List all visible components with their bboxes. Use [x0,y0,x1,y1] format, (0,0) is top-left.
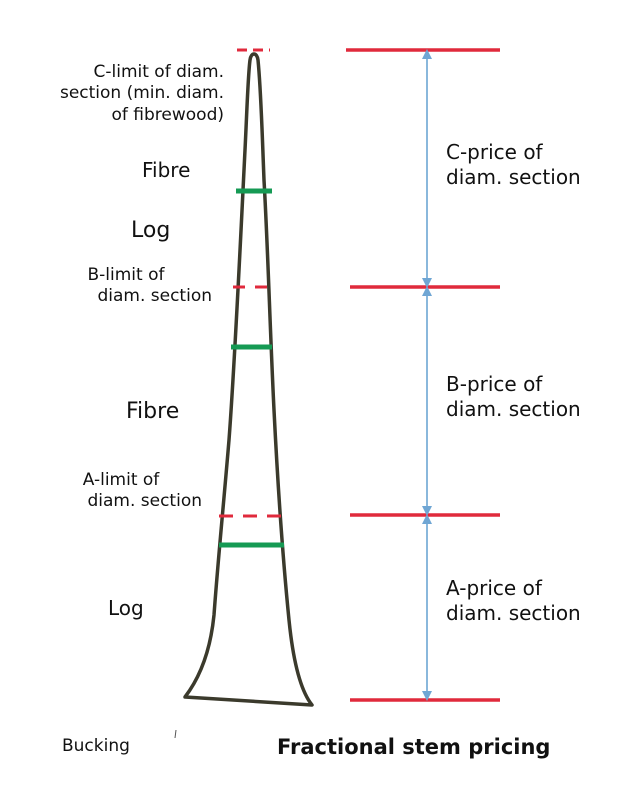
a-price-line-2: diam. section [446,601,581,625]
diagram-title: Fractional stem pricing [277,735,551,759]
bucking-mark [174,729,177,739]
a-limit-line-2: diam. section [87,491,202,512]
a-limit-line-1: A-limit of [82,470,160,490]
b-price-label: B-price of diam. section [446,372,581,422]
b-price-line-1: B-price of [446,372,543,396]
log-lower-label: Log [108,596,144,620]
a-limit-label: A-limit of diam. section [40,470,202,513]
c-limit-line-3: of fibrewood) [111,104,225,125]
c-limit-line-1: C-limit of diam. [93,62,225,82]
c-limit-label: C-limit of diam. section (min. diam. of … [20,62,224,126]
bucking-label: Bucking [62,736,130,756]
c-price-line-1: C-price of [446,140,543,164]
b-limit-label: B-limit of diam. section [40,265,213,308]
stem-outline [183,52,314,707]
c-price-label: C-price of diam. section [446,140,581,190]
a-price-label: A-price of diam. section [446,576,581,626]
fibre-middle-label: Fibre [126,399,180,424]
c-limit-line-2: section (min. diam. [59,83,224,104]
fibre-upper-label: Fibre [142,158,191,182]
a-price-line-1: A-price of [446,576,542,600]
b-price-line-2: diam. section [446,397,581,421]
c-price-line-2: diam. section [446,165,581,189]
log-upper-label: Log [131,218,171,243]
b-limit-line-2: diam. section [97,286,212,307]
b-limit-line-1: B-limit of [87,265,165,285]
